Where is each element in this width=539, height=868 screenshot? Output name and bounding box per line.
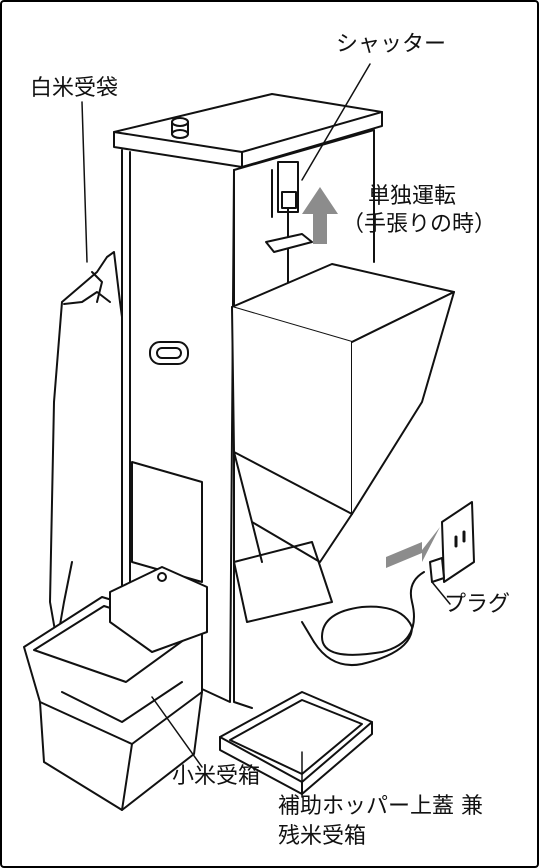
small-rice-box bbox=[23, 566, 208, 811]
power-cord bbox=[301, 557, 445, 666]
label-solo-operation: 単独運転 bbox=[368, 184, 457, 209]
shutter-mechanism bbox=[265, 161, 313, 283]
label-aux-hopper-line1: 補助ホッパー上蓋 兼 bbox=[278, 794, 483, 819]
right-arrow-icon bbox=[386, 527, 440, 568]
leader-lines bbox=[81, 63, 451, 798]
hopper bbox=[231, 263, 455, 563]
label-hakumai-bag: 白米受袋 bbox=[30, 76, 119, 101]
label-plug: プラグ bbox=[444, 592, 511, 617]
label-shutter: シャッター bbox=[336, 32, 447, 57]
rice-bag bbox=[49, 251, 125, 643]
label-small-rice-box: 小米受箱 bbox=[172, 764, 261, 789]
label-solo-operation-note: （手張りの時） bbox=[342, 212, 497, 237]
aux-tray bbox=[219, 691, 373, 795]
wall-outlet bbox=[441, 501, 475, 583]
label-aux-hopper-line2: 残米受箱 bbox=[278, 824, 367, 849]
up-arrow-icon bbox=[302, 187, 338, 244]
